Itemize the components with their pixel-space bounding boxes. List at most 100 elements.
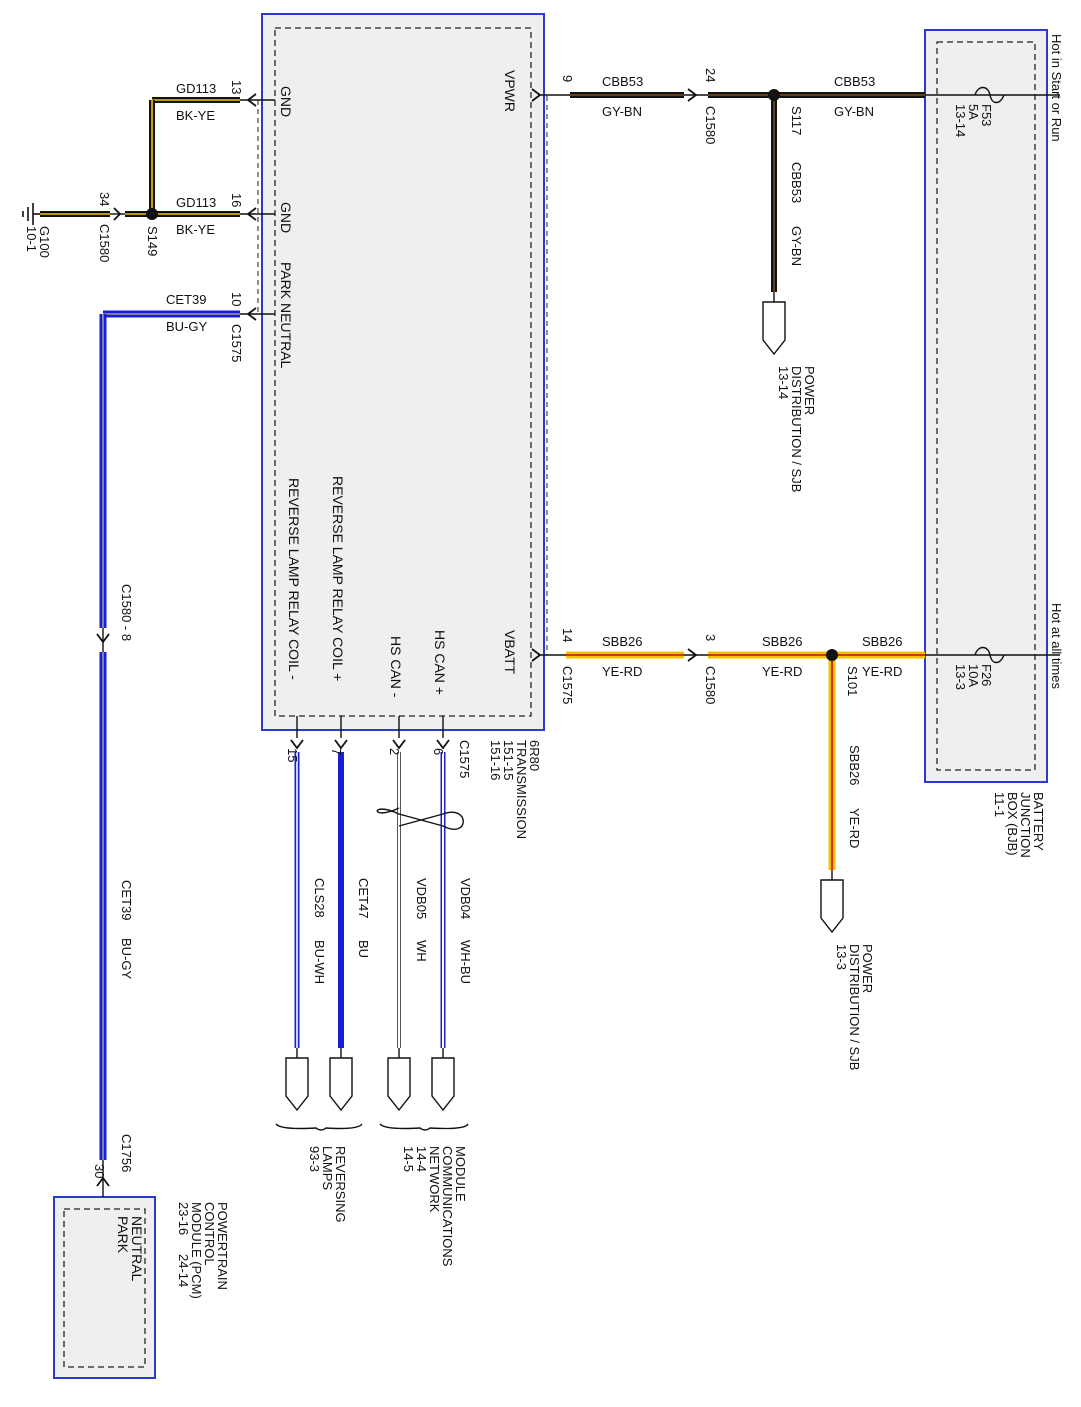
pin-13: 13	[229, 80, 244, 94]
rl-cet47-connector-icon	[329, 1057, 353, 1112]
mcn-vdb05-connector-icon	[387, 1057, 411, 1112]
fuse-f26-ref: 13-3	[953, 664, 968, 690]
splice-s101-dot	[826, 649, 838, 661]
wire-yerd-label-a: YE-RD	[602, 664, 642, 679]
pin-name-gnd-b: GND	[278, 202, 294, 233]
wire-sbb26-label-b: SBB26	[762, 634, 802, 649]
hot-all-times-label: Hot at all times	[1049, 603, 1064, 689]
bjb-label-2: JUNCTION	[1018, 792, 1033, 858]
wire-cbb53-label-c: CBB53	[789, 162, 804, 203]
wire-gybn-label-c: GY-BN	[789, 226, 804, 266]
rl-label-3: 93-3	[307, 1146, 322, 1172]
wire-wh-label: WH	[414, 940, 429, 962]
pin-3: 3	[703, 634, 718, 641]
wire-cet39-label-b: CET39	[119, 880, 134, 920]
pcm-pin-name-1: PARKNEUTRAL	[115, 1216, 145, 1282]
connector-c1580-a: C1580	[703, 106, 718, 144]
pin-name-rev-coil-plus: REVERSE LAMP RELAY COIL +	[330, 476, 346, 681]
bjb-label-1: BATTERY	[1031, 792, 1046, 851]
pin-24: 24	[703, 68, 718, 82]
connector-c1580-b: C1580	[703, 666, 718, 704]
pd2-label-1: POWER	[860, 944, 875, 993]
bjb-label-3: BOX (BJB)	[1005, 792, 1020, 856]
wire-bkye-label-b: BK-YE	[176, 222, 215, 237]
wire-cbb53	[538, 92, 1060, 302]
fuse-f53-amp: 5A	[966, 104, 981, 120]
wire-gybn-label-b: GY-BN	[834, 104, 874, 119]
wire-yerd-label-b: YE-RD	[762, 664, 802, 679]
pin-name-park-neutral: PARK NEUTRAL	[278, 262, 294, 369]
connector-c1575-a: C1575	[560, 666, 575, 704]
wire-bkye-label-a: BK-YE	[176, 108, 215, 123]
pin-name-rev-coil-minus: REVERSE LAMP RELAY COIL -	[286, 478, 302, 680]
splice-s149-dot	[146, 208, 158, 220]
wire-gd113-label-b: GD113	[176, 195, 216, 210]
trans-label-3: 151-15	[501, 740, 516, 780]
pin-name-hs-can-plus: HS CAN +	[432, 630, 448, 695]
fuse-f26-amp: 10A	[966, 664, 981, 687]
rl-label-2: LAMPS	[320, 1146, 335, 1190]
wire-cls28-label: CLS28	[312, 878, 327, 918]
pin-14: 14	[560, 628, 575, 642]
rl-brace	[275, 1123, 363, 1131]
ground-g100-symbol	[22, 203, 40, 225]
wire-sbb26-label-a: SBB26	[602, 634, 642, 649]
wire-cet39-label-a: CET39	[166, 292, 206, 307]
trans-label-2: TRANSMISSION	[514, 740, 529, 839]
wire-whbu-label: WH-BU	[458, 940, 473, 984]
trans-label-4: 151-16	[488, 740, 503, 780]
bjb-label-4: 11-1	[992, 792, 1007, 817]
pin-15: 15	[285, 748, 300, 762]
pin-34: 34	[97, 192, 112, 206]
fuse-f53-ref: 13-14	[953, 104, 968, 137]
ground-g100-ref: 10-1	[24, 226, 39, 252]
mcn-brace	[379, 1123, 469, 1131]
splice-s101-label: S101	[845, 666, 860, 696]
ground-g100-label: G100	[37, 226, 52, 258]
trans-label-1: 6R80	[527, 740, 542, 771]
fuse-f53-label: F53	[979, 104, 994, 126]
wire-sbb26-label-d: SBB26	[847, 745, 862, 785]
fuse-f26-label: F26	[979, 664, 994, 686]
battery-junction-box	[924, 29, 1048, 783]
pin-10: 10	[229, 292, 244, 306]
wire-vdb04-label: VDB04	[458, 878, 473, 919]
connector-c1756: C1756	[119, 1134, 134, 1172]
pin-7: 7	[329, 748, 344, 755]
wire-gybn-label-a: GY-BN	[602, 104, 642, 119]
wire-gd113	[40, 97, 275, 217]
wire-twist	[376, 807, 464, 830]
pcm-label-3: MODULE (PCM)	[189, 1202, 204, 1299]
wire-cet39	[99, 310, 275, 1197]
pd1-connector-icon	[762, 301, 786, 356]
pcm-label-4b: 24-14	[176, 1254, 191, 1287]
pin-6: 6	[431, 748, 446, 755]
rl-label-1: REVERSING	[333, 1146, 348, 1223]
pd2-connector-icon	[820, 879, 844, 934]
pcm-label-1: POWERTRAIN	[215, 1202, 230, 1290]
connector-c1580-c: C1580	[97, 224, 112, 262]
pd2-label-2: DISTRIBUTION / SJB	[847, 944, 862, 1070]
wire-yerd-label-c: YE-RD	[862, 664, 902, 679]
mcn-label-3: NETWORK	[427, 1146, 442, 1213]
splice-s117-label: S117	[789, 106, 804, 135]
pcm-label-2: CONTROL	[202, 1202, 217, 1266]
wire-buGy-label-a: BU-GY	[166, 319, 208, 334]
connector-c1575-c: C1575	[457, 740, 472, 778]
splice-s117-dot	[768, 89, 780, 101]
mcn-label-5: 14-5	[401, 1146, 416, 1172]
fuse-f53-symbol	[974, 86, 1005, 104]
wire-buGy-label-b: BU-GY	[119, 938, 134, 980]
splice-s149-label: S149	[145, 226, 160, 256]
pin-name-hs-can-minus: HS CAN -	[388, 636, 404, 698]
wire-gd113-label-a: GD113	[176, 81, 216, 96]
wire-yerd-label-d: YE-RD	[847, 808, 862, 848]
wire-cet47-label: CET47	[356, 878, 371, 918]
pd1-label-2: DISTRIBUTION / SJB	[789, 366, 804, 492]
pcm-module	[53, 1196, 156, 1379]
pin-2: 2	[387, 748, 402, 755]
mcn-label-2: COMMUNICATIONS	[440, 1146, 455, 1267]
mcn-label-4: 14-4	[414, 1146, 429, 1172]
wire-buwh-label: BU-WH	[312, 940, 327, 984]
